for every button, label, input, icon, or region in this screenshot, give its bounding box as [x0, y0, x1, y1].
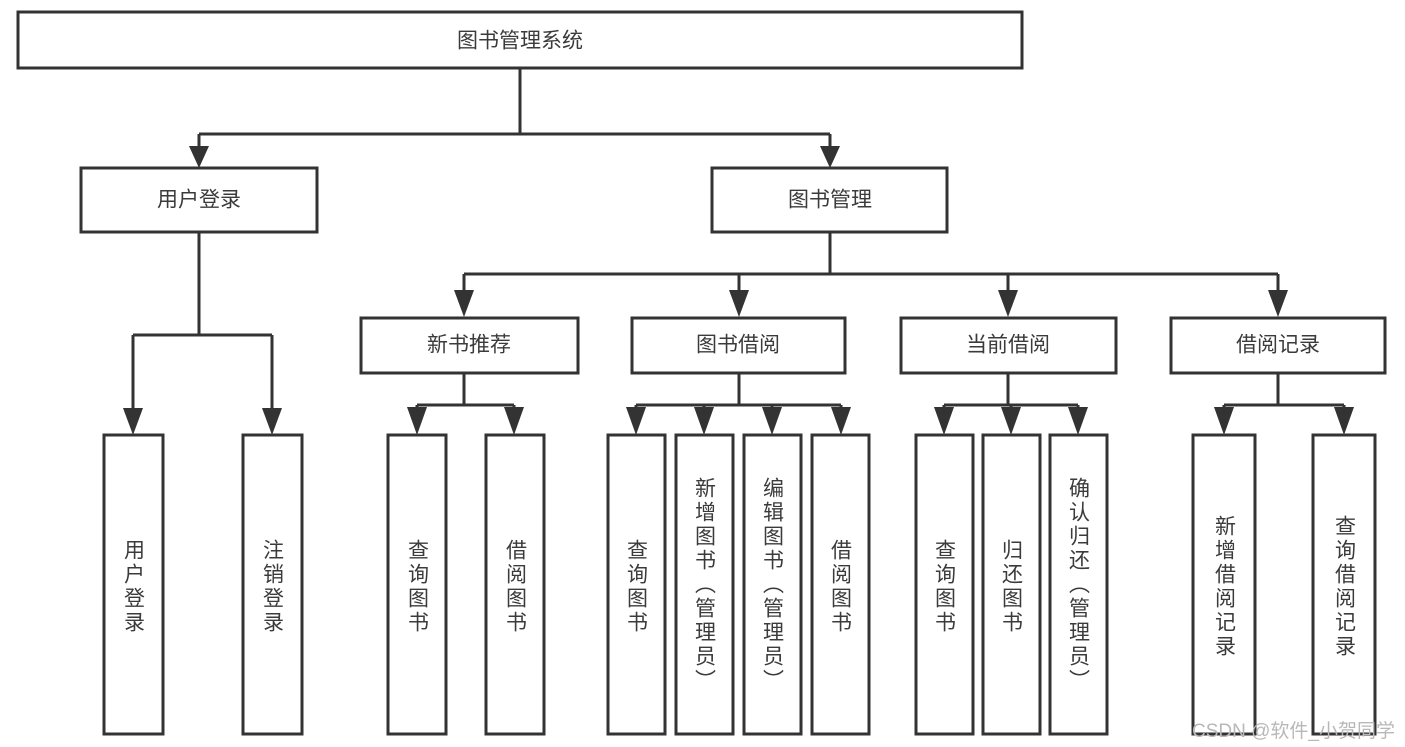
node-book-borrow-box[interactable] — [630, 316, 847, 375]
leaf-add-book-label: 新增图书（管理员） — [693, 477, 717, 693]
leaf-borrow-book-2-label: 借阅图书 — [829, 539, 853, 635]
leaf-user-logout-label: 注销登录 — [261, 539, 285, 635]
arrowhead-leaf-confirm-return — [1068, 407, 1088, 435]
arrowhead-current-borrow — [998, 290, 1018, 317]
leaf-node-query-book-3[interactable]: 查询图书 — [914, 433, 975, 736]
arrowhead-book-manage — [820, 146, 840, 168]
arrowhead-leaf-user-login — [123, 408, 143, 435]
arrowhead-leaf-return-book — [1001, 407, 1021, 435]
arrowhead-book-borrow — [729, 290, 749, 317]
node-book-borrow-label: 图书借阅 — [696, 334, 780, 357]
leaf-node-user-logout[interactable]: 注销登录 — [241, 433, 304, 736]
leaf-node-add-book[interactable]: 新增图书（管理员） — [674, 433, 735, 736]
leaf-node-borrow-book-1[interactable]: 借阅图书 — [484, 433, 546, 736]
node-current-borrow-box[interactable] — [899, 316, 1118, 375]
csdn-watermark: CSDN @软件_小贺同学 — [1192, 721, 1395, 742]
leaf-user-login-label: 用户登录 — [122, 539, 146, 635]
node-new-book-recommend-box[interactable] — [359, 316, 580, 375]
node-new-book-recommend[interactable]: 新书推荐 — [359, 316, 580, 375]
leaf-node-return-book[interactable]: 归还图书 — [981, 433, 1042, 736]
leaf-query-book-2-label: 查询图书 — [625, 539, 649, 635]
leaf-confirm-return-box[interactable] — [1048, 433, 1109, 736]
leaf-query-record-box[interactable] — [1311, 433, 1377, 736]
connector-root-to-level2 — [189, 68, 840, 168]
leaf-edit-book-label: 编辑图书（管理员） — [761, 477, 785, 693]
leaf-node-user-login[interactable]: 用户登录 — [102, 433, 165, 736]
arrowhead-leaf-user-logout — [262, 408, 282, 435]
leaf-query-book-1-label: 查询图书 — [406, 539, 430, 635]
node-book-manage[interactable]: 图书管理 — [710, 166, 949, 234]
arrowhead-user-login — [189, 146, 209, 168]
leaf-borrow-book-1-label: 借阅图书 — [504, 539, 528, 635]
arrowhead-leaf-borrow-book-2 — [831, 407, 851, 435]
leaf-return-book-box[interactable] — [981, 433, 1042, 736]
leaf-node-query-record[interactable]: 查询借阅记录 — [1311, 433, 1377, 736]
leaf-edit-book-box[interactable] — [742, 433, 803, 736]
node-book-manage-label: 图书管理 — [788, 189, 872, 212]
connector-book-manage-to-level3 — [454, 232, 1288, 317]
arrowhead-leaf-query-book-2 — [626, 407, 646, 435]
leaf-node-query-book-2[interactable]: 查询图书 — [606, 433, 667, 736]
node-current-borrow-label: 当前借阅 — [966, 334, 1050, 357]
node-user-login-label: 用户登录 — [157, 189, 241, 212]
connector-user-login-to-leaves — [123, 232, 282, 435]
arrowhead-leaf-query-record — [1334, 407, 1354, 435]
node-current-borrow[interactable]: 当前借阅 — [899, 316, 1118, 375]
leaf-node-add-record[interactable]: 新增借阅记录 — [1191, 433, 1257, 736]
node-user-login-box[interactable] — [79, 166, 319, 234]
arrowhead-leaf-edit-book — [762, 407, 782, 435]
leaf-query-book-3-label: 查询图书 — [933, 539, 957, 635]
leaf-user-logout-box[interactable] — [241, 433, 304, 736]
node-book-borrow[interactable]: 图书借阅 — [630, 316, 847, 375]
node-root-box[interactable] — [16, 10, 1024, 70]
node-root-label: 图书管理系统 — [457, 30, 583, 53]
leaf-borrow-book-1-box[interactable] — [484, 433, 546, 736]
connector-current-borrow-to-leaves — [934, 373, 1088, 435]
leaf-add-record-label: 新增借阅记录 — [1213, 515, 1237, 659]
node-new-book-recommend-label: 新书推荐 — [427, 334, 511, 357]
node-borrow-record-box[interactable] — [1169, 316, 1387, 375]
leaf-node-query-book-1[interactable]: 查询图书 — [386, 433, 448, 736]
node-book-manage-box[interactable] — [710, 166, 949, 234]
arrowhead-new-book-recommend — [454, 290, 474, 317]
leaf-query-book-1-box[interactable] — [386, 433, 448, 736]
leaf-query-book-3-box[interactable] — [914, 433, 975, 736]
arrowhead-borrow-record — [1268, 290, 1288, 317]
leaf-return-book-label: 归还图书 — [1000, 539, 1024, 635]
arrowhead-leaf-add-record — [1214, 407, 1234, 435]
leaf-add-book-box[interactable] — [674, 433, 735, 736]
leaf-node-confirm-return[interactable]: 确认归还（管理员） — [1048, 433, 1109, 736]
leaf-add-record-box[interactable] — [1191, 433, 1257, 736]
arrowhead-leaf-query-book-3 — [934, 407, 954, 435]
node-borrow-record-label: 借阅记录 — [1236, 334, 1320, 357]
node-user-login[interactable]: 用户登录 — [79, 166, 319, 234]
node-root[interactable]: 图书管理系统 — [16, 10, 1024, 70]
connector-borrow-record-to-leaves — [1214, 373, 1354, 435]
leaf-confirm-return-label: 确认归还（管理员） — [1067, 477, 1091, 693]
leaf-query-record-label: 查询借阅记录 — [1333, 515, 1357, 659]
connector-new-book-recommend-to-leaves — [407, 373, 524, 435]
arrowhead-leaf-add-book — [694, 407, 714, 435]
leaf-query-book-2-box[interactable] — [606, 433, 667, 736]
node-borrow-record[interactable]: 借阅记录 — [1169, 316, 1387, 375]
connector-book-borrow-to-leaves — [626, 373, 851, 435]
leaf-user-login-box[interactable] — [102, 433, 165, 736]
arrowhead-leaf-borrow-book-1 — [504, 407, 524, 435]
arrowhead-leaf-query-book-1 — [407, 407, 427, 435]
leaf-borrow-book-2-box[interactable] — [810, 433, 871, 736]
leaf-node-edit-book[interactable]: 编辑图书（管理员） — [742, 433, 803, 736]
leaf-node-borrow-book-2[interactable]: 借阅图书 — [810, 433, 871, 736]
